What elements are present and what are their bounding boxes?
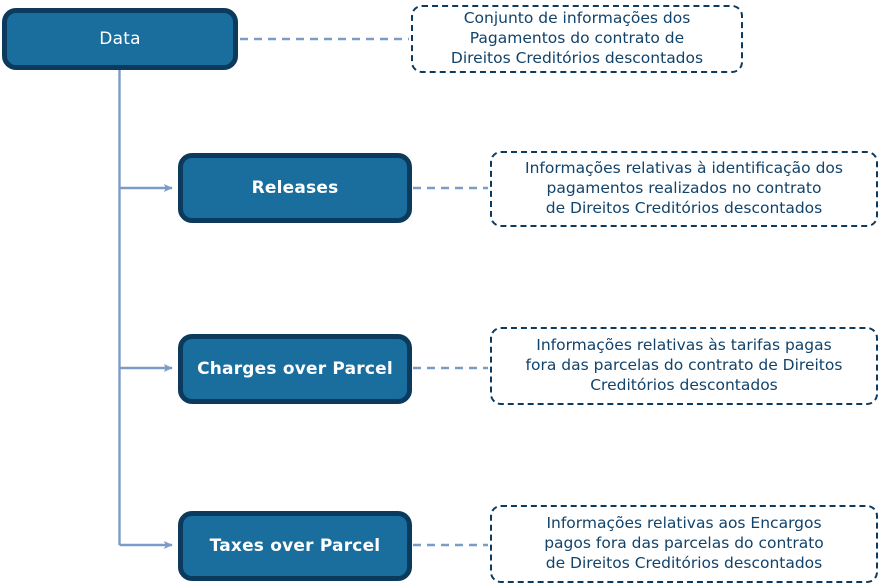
node-charges-label: Charges over Parcel (197, 358, 393, 379)
node-releases-label: Releases (251, 177, 339, 198)
node-taxes-label: Taxes over Parcel (209, 535, 381, 556)
node-data-label: Data (99, 28, 141, 49)
note-taxes-text: Informações relativas aos Encargos pagos… (544, 514, 824, 572)
note-taxes: Informações relativas aos Encargos pagos… (490, 505, 878, 583)
note-data: Conjunto de informações dos Pagamentos d… (411, 5, 743, 73)
note-data-text: Conjunto de informações dos Pagamentos d… (450, 9, 704, 67)
node-taxes[interactable]: Taxes over Parcel (178, 511, 412, 581)
note-charges-text: Informações relativas às tarifas pagas f… (525, 336, 843, 394)
node-releases[interactable]: Releases (178, 153, 412, 223)
node-data[interactable]: Data (2, 8, 238, 70)
note-releases: Informações relativas à identificação do… (490, 151, 878, 227)
note-releases-text: Informações relativas à identificação do… (525, 159, 843, 217)
note-charges: Informações relativas às tarifas pagas f… (490, 327, 878, 405)
node-charges[interactable]: Charges over Parcel (178, 334, 412, 404)
